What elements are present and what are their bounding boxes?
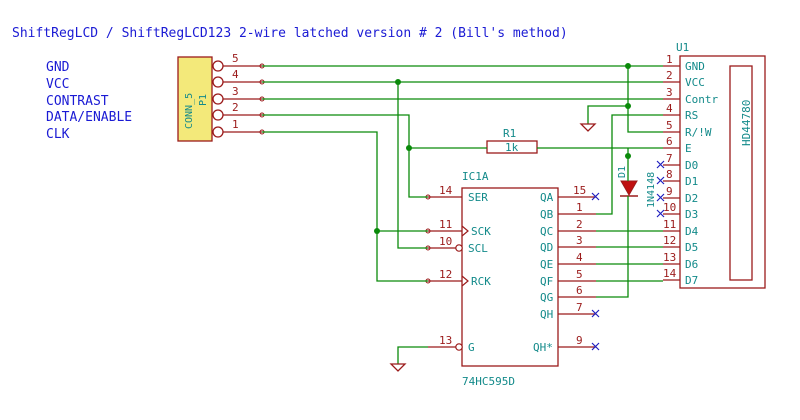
ic-pin-num: 1 bbox=[576, 201, 583, 214]
ic-pin-num: 3 bbox=[576, 234, 583, 247]
ic-pin-label: SCK bbox=[471, 225, 491, 238]
ic-body bbox=[461, 187, 559, 367]
ground-symbol bbox=[579, 122, 597, 132]
lcd-pin-label: D6 bbox=[685, 258, 698, 271]
schematic-title: ShiftRegLCD / ShiftRegLCD123 2-wire latc… bbox=[12, 26, 568, 41]
lcd-no-connect-marks bbox=[656, 160, 665, 218]
ic-pin-label: SCL bbox=[468, 242, 488, 255]
lcd-pin-label: D0 bbox=[685, 159, 698, 172]
ic-pin-num: 13 bbox=[439, 334, 452, 347]
lcd-pin-num: 14 bbox=[663, 267, 677, 280]
resistor-value: 1k bbox=[505, 141, 519, 154]
lcd-display-window bbox=[729, 65, 753, 281]
lcd-pin-label: D4 bbox=[685, 225, 699, 238]
signal-label-clk: CLK bbox=[46, 127, 70, 142]
ic-pin-num: 9 bbox=[576, 334, 583, 347]
ic-pin-label: SER bbox=[468, 191, 488, 204]
connector-body bbox=[177, 56, 213, 142]
connector-pin-num: 1 bbox=[232, 118, 239, 131]
lcd-pin-num: 7 bbox=[666, 152, 673, 165]
ic-pin-label: QH bbox=[540, 308, 553, 321]
connector-pin-num: 2 bbox=[232, 101, 239, 114]
lcd-pin-num: 5 bbox=[666, 119, 673, 132]
lcd-pin-label: D7 bbox=[685, 274, 698, 287]
ic-pin-label: QB bbox=[540, 208, 554, 221]
lcd-pin-label: VCC bbox=[685, 76, 705, 89]
ic-pin-num: 15 bbox=[573, 184, 586, 197]
ic-74hc595: IC1A 74HC595D SER SCK SCL RCK G 14 11 10… bbox=[425, 170, 600, 388]
ic-pin-num: 2 bbox=[576, 218, 583, 231]
ic-model: 74HC595D bbox=[462, 375, 515, 388]
lcd-pin-num: 11 bbox=[663, 218, 676, 231]
connector-pin-num: 5 bbox=[232, 52, 239, 65]
signal-label-vcc: VCC bbox=[46, 77, 69, 92]
signal-label-gnd: GND bbox=[46, 60, 70, 75]
lcd-pin-label: Contr bbox=[685, 93, 718, 106]
ic-pin-label: QH* bbox=[533, 341, 553, 354]
lcd-pin-label: D2 bbox=[685, 192, 698, 205]
ic-pin-num: 10 bbox=[439, 235, 452, 248]
lcd-body bbox=[679, 55, 766, 289]
ground-symbol bbox=[389, 363, 407, 372]
ic-pin-num: 14 bbox=[439, 184, 453, 197]
ic-pin-label: QD bbox=[540, 241, 553, 254]
lcd-pin-label: D1 bbox=[685, 175, 698, 188]
lcd-pin-label: D3 bbox=[685, 208, 698, 221]
ic-pin-num: 12 bbox=[439, 268, 452, 281]
lcd-pin-stubs bbox=[663, 65, 680, 281]
connector-name: CONN_5 bbox=[184, 93, 195, 129]
ic-pin-num: 6 bbox=[576, 284, 583, 297]
lcd-u1: U1 HD44780 GND VCC Contr RS R/!W E D0 D1… bbox=[656, 41, 766, 289]
connector-ref: P1 bbox=[198, 94, 209, 106]
resistor-ref: R1 bbox=[503, 127, 516, 140]
connector-pins bbox=[212, 60, 265, 138]
lcd-pin-label: D5 bbox=[685, 241, 698, 254]
lcd-pin-num: 1 bbox=[666, 53, 673, 66]
ic-pin-label: RCK bbox=[471, 275, 491, 288]
lcd-model: HD44780 bbox=[740, 100, 753, 146]
signal-label-data-enable: DATA/ENABLE bbox=[46, 110, 132, 125]
ic-pin-num: 5 bbox=[576, 268, 583, 281]
ic-pin-label: QA bbox=[540, 191, 554, 204]
connector-p1: CONN_5 P1 5 4 3 2 1 bbox=[177, 52, 265, 142]
ic-pin-label: QG bbox=[540, 291, 553, 304]
lcd-pin-label: E bbox=[685, 142, 692, 155]
lcd-pin-num: 6 bbox=[666, 135, 673, 148]
resistor-r1: R1 1k bbox=[486, 127, 538, 154]
lcd-pin-num: 3 bbox=[666, 86, 673, 99]
ic-pin-num: 11 bbox=[439, 218, 452, 231]
lcd-pin-label: RS bbox=[685, 109, 698, 122]
connector-pin-num: 3 bbox=[232, 85, 239, 98]
diode-value: 1N4148 bbox=[646, 172, 657, 208]
lcd-pin-num: 9 bbox=[666, 185, 673, 198]
lcd-pin-label: GND bbox=[685, 60, 705, 73]
ic-right-stubs bbox=[558, 196, 596, 348]
ic-pin-num: 7 bbox=[576, 301, 583, 314]
diode-ref: D1 bbox=[617, 166, 628, 178]
ic-pin-label: QC bbox=[540, 225, 553, 238]
ic-pin-num: 4 bbox=[576, 251, 583, 264]
lcd-pin-num: 2 bbox=[666, 69, 673, 82]
signal-label-contrast: CONTRAST bbox=[46, 94, 109, 109]
diode-d1: D1 1N4148 bbox=[617, 166, 657, 208]
signal-labels: GND VCC CONTRAST DATA/ENABLE CLK bbox=[46, 60, 132, 142]
connector-pin-num: 4 bbox=[232, 68, 239, 81]
wire-junctions bbox=[374, 63, 631, 234]
lcd-pin-num: 10 bbox=[663, 201, 676, 214]
wires bbox=[262, 65, 663, 364]
ic-pin-label: QF bbox=[540, 275, 553, 288]
lcd-pin-num: 8 bbox=[666, 168, 673, 181]
lcd-pin-label: R/!W bbox=[685, 126, 712, 139]
lcd-pin-num: 13 bbox=[663, 251, 676, 264]
ic-pin-label: G bbox=[468, 341, 475, 354]
lcd-ref: U1 bbox=[676, 41, 689, 54]
ic-pin-label: QE bbox=[540, 258, 553, 271]
lcd-pin-num: 4 bbox=[666, 102, 673, 115]
lcd-pin-num: 12 bbox=[663, 234, 676, 247]
ic-ref: IC1A bbox=[462, 170, 489, 183]
ic-no-connect-marks bbox=[591, 192, 600, 351]
